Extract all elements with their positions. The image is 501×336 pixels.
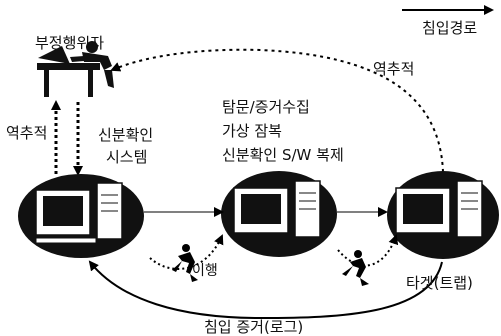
move-path-2 [337,234,399,267]
middle-activity-2: 가상 잠복 [222,122,282,140]
legend-label: 침입경로 [422,19,478,37]
identity-system-label-2: 시스템 [106,148,148,166]
traceback-top-path [110,48,444,173]
middle-activity-1: 탐문/증거수집 [222,98,310,116]
target-label: 타겟(트랩) [406,274,473,292]
evidence-path [88,260,443,320]
running-person-icon [342,250,369,286]
target-computer [387,171,499,259]
attacker-label: 부정행위자 [35,34,105,52]
identity-system-computer [18,174,144,258]
identity-system-label-1: 신분확인 [98,126,154,144]
attacker-icon [37,41,114,97]
traceback-left-label: 역추적 [6,124,48,142]
move-path-1 [149,234,224,270]
running-person-icon [172,244,198,282]
traceback-top-label: 역추적 [373,60,415,78]
evidence-label: 침입 증거(로그) [204,318,304,336]
intermediate-computer [221,171,337,257]
move-label: 이행 [192,263,218,279]
middle-activity-3: 신분확인 S/W 복제 [222,146,344,164]
